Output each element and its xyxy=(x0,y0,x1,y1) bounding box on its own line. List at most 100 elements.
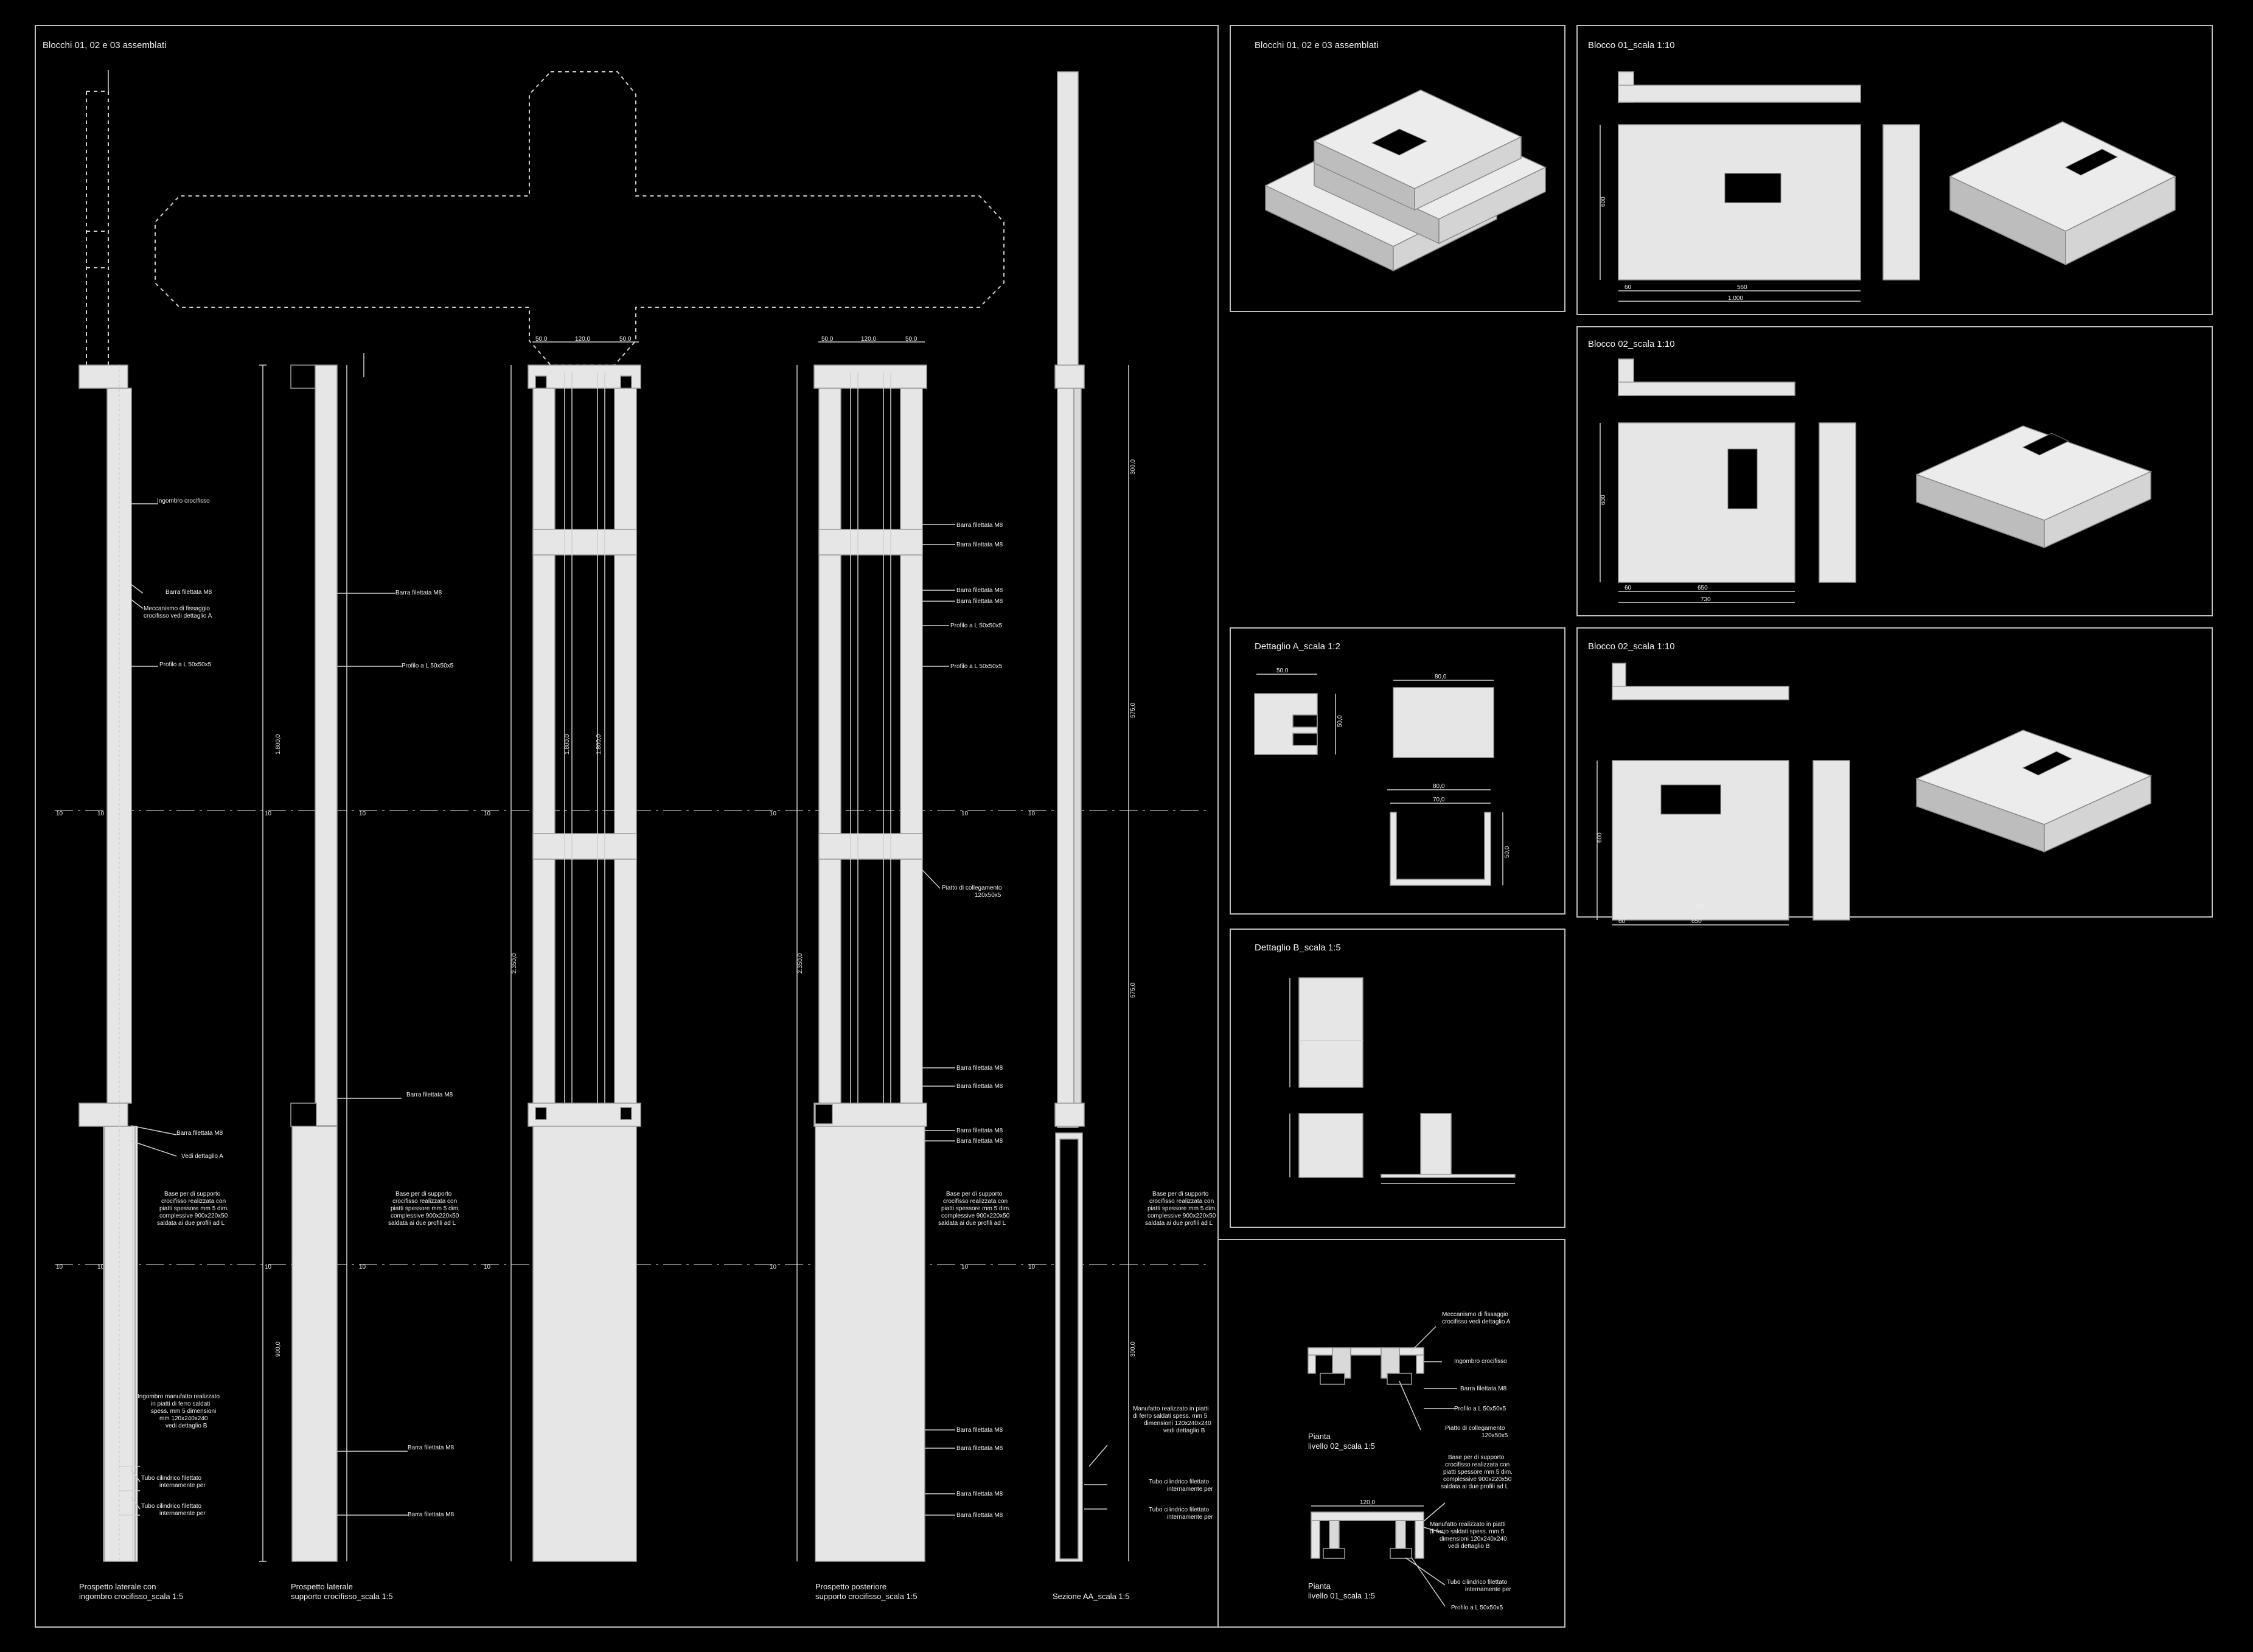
svg-text:1.800,0: 1.800,0 xyxy=(564,734,571,755)
svg-text:Profilo a L 50x50x5: Profilo a L 50x50x5 xyxy=(1454,1406,1506,1412)
piante-panel xyxy=(1217,1239,1565,1628)
svg-text:2.350,0: 2.350,0 xyxy=(511,953,518,974)
svg-text:Barra filettata M8: Barra filettata M8 xyxy=(1460,1385,1507,1392)
label-ingombro: Ingombro crocifisso xyxy=(157,498,210,504)
svg-text:600: 600 xyxy=(1600,197,1607,207)
svg-text:crocifisso realizzata con: crocifisso realizzata con xyxy=(392,1198,457,1205)
svg-text:Pianta: Pianta xyxy=(1308,1581,1331,1591)
svg-text:complessive 900x220x50: complessive 900x220x50 xyxy=(941,1213,1010,1219)
svg-text:complessive 900x220x50: complessive 900x220x50 xyxy=(391,1213,459,1219)
svg-text:crocifisso vedi dettaglio A: crocifisso vedi dettaglio A xyxy=(1442,1319,1511,1325)
main-title: Blocchi 01, 02 e 03 assemblati xyxy=(43,40,166,51)
svg-text:120,0: 120,0 xyxy=(575,336,590,343)
blocco01-panel xyxy=(1576,25,2213,315)
blocco01-drawings: 60 560 1.000 600 xyxy=(1600,71,2176,302)
svg-text:Pianta: Pianta xyxy=(1308,1432,1331,1441)
svg-text:Barra filettata M8: Barra filettata M8 xyxy=(956,1065,1003,1072)
svg-text:10: 10 xyxy=(359,1264,366,1270)
plan-level-01: 120,0 Base per di supporto crocifisso re… xyxy=(1308,1454,1513,1611)
dettaglio-b-panel xyxy=(1230,929,1565,1228)
svg-text:supporto crocifisso_scala 1:5: supporto crocifisso_scala 1:5 xyxy=(815,1592,918,1601)
svg-text:60: 60 xyxy=(1624,585,1632,591)
svg-text:internamente per: internamente per xyxy=(1167,1486,1213,1493)
blocco02a-panel xyxy=(1576,326,2213,616)
svg-text:Barra filettata M8: Barra filettata M8 xyxy=(956,542,1003,548)
svg-text:10: 10 xyxy=(770,810,777,817)
svg-text:Manufatto realizzato in piatti: Manufatto realizzato in piatti xyxy=(1133,1406,1209,1412)
svg-text:120,0: 120,0 xyxy=(1360,1499,1375,1506)
svg-text:560: 560 xyxy=(1737,284,1747,291)
svg-text:Profilo a L 50x50x5: Profilo a L 50x50x5 xyxy=(159,661,212,668)
svg-text:Tubo cilindrico filettato: Tubo cilindrico filettato xyxy=(1149,1507,1210,1513)
svg-text:80,0: 80,0 xyxy=(1433,783,1445,790)
svg-text:Piatto di collegamento: Piatto di collegamento xyxy=(942,885,1002,891)
svg-text:complessive 900x220x50: complessive 900x220x50 xyxy=(159,1213,228,1219)
svg-text:10: 10 xyxy=(770,1264,777,1270)
view-side-with-crucifix: Ingombro crocifisso Barra filettata M8 M… xyxy=(78,70,229,1601)
svg-text:10: 10 xyxy=(97,810,105,817)
svg-text:saldata ai due profili ad L: saldata ai due profili ad L xyxy=(938,1220,1006,1227)
svg-text:Barra filettata M8: Barra filettata M8 xyxy=(176,1130,223,1137)
iso-assembled-title: Blocchi 01, 02 e 03 assemblati xyxy=(1255,40,1378,51)
svg-text:Tubo cilindrico filettato: Tubo cilindrico filettato xyxy=(1149,1479,1210,1485)
svg-text:saldata ai due profili ad L: saldata ai due profili ad L xyxy=(388,1220,456,1227)
dettaglio-b-drawings xyxy=(1289,977,1516,1184)
svg-text:50,0: 50,0 xyxy=(1276,667,1289,674)
blocco02a-drawings: 60 650 730 600 xyxy=(1600,358,2152,603)
dettaglio-a-title: Dettaglio A_scala 1:2 xyxy=(1255,641,1340,652)
svg-text:saldata ai due profili ad L: saldata ai due profili ad L xyxy=(157,1220,225,1227)
svg-text:10: 10 xyxy=(56,1264,63,1270)
blocco02a-title: Blocco 02_scala 1:10 xyxy=(1588,339,1675,349)
svg-text:120,0: 120,0 xyxy=(861,336,876,343)
svg-text:650: 650 xyxy=(1691,918,1702,925)
svg-text:1.800,0: 1.800,0 xyxy=(596,734,602,755)
svg-text:crocifisso vedi dettaglio A: crocifisso vedi dettaglio A xyxy=(144,613,212,619)
svg-text:Barra filettata M8: Barra filettata M8 xyxy=(165,589,212,596)
svg-text:livello 01_scala 1:5: livello 01_scala 1:5 xyxy=(1308,1591,1375,1600)
svg-text:Barra filettata M8: Barra filettata M8 xyxy=(956,1083,1003,1090)
svg-text:piatti spessore mm 5 dim.: piatti spessore mm 5 dim. xyxy=(391,1205,460,1212)
svg-text:spess. mm 5 dimensioni: spess. mm 5 dimensioni xyxy=(151,1408,216,1415)
crucifix-outline xyxy=(155,71,1005,366)
svg-text:10: 10 xyxy=(1028,1264,1036,1270)
svg-text:vedi dettaglio B: vedi dettaglio B xyxy=(1448,1543,1490,1550)
svg-text:Profilo a L 50x50x5: Profilo a L 50x50x5 xyxy=(950,663,1003,670)
svg-text:50,0: 50,0 xyxy=(821,336,834,343)
blocco02b-panel xyxy=(1576,627,2213,918)
svg-text:Meccanismo di fissaggio: Meccanismo di fissaggio xyxy=(1442,1311,1508,1318)
svg-text:crocifisso realizzata con: crocifisso realizzata con xyxy=(1149,1198,1214,1205)
svg-text:di ferro saldati spess. mm 5: di ferro saldati spess. mm 5 xyxy=(1430,1528,1505,1535)
svg-text:ingombro crocifisso_scala 1:5: ingombro crocifisso_scala 1:5 xyxy=(79,1592,183,1601)
svg-text:piatti spessore mm 5 dim.: piatti spessore mm 5 dim. xyxy=(1147,1205,1217,1212)
svg-text:10: 10 xyxy=(1028,810,1036,817)
svg-text:575,0: 575,0 xyxy=(1130,983,1137,998)
svg-text:Base per di supporto: Base per di supporto xyxy=(1448,1454,1505,1461)
vertical-dimension-texts: 1.800,0 900,0 300,0 575,0 575,0 300,0 xyxy=(275,459,1137,1357)
svg-text:mm 120x240x240: mm 120x240x240 xyxy=(159,1415,208,1422)
svg-text:in piatti di ferro saldati: in piatti di ferro saldati xyxy=(151,1401,210,1407)
plan-level-02: Meccanismo di fissaggio crocifisso vedi … xyxy=(1308,1311,1511,1451)
svg-text:Tubo cilindrico filettato: Tubo cilindrico filettato xyxy=(141,1475,202,1482)
dettaglio-b-title: Dettaglio B_scala 1:5 xyxy=(1255,943,1341,953)
svg-text:730: 730 xyxy=(1694,903,1705,910)
svg-text:650: 650 xyxy=(1698,585,1708,591)
svg-text:saldata ai due profili ad L: saldata ai due profili ad L xyxy=(1441,1483,1509,1490)
svg-text:complessive 900x220x50: complessive 900x220x50 xyxy=(1147,1213,1216,1219)
svg-text:vedi dettaglio B: vedi dettaglio B xyxy=(165,1423,207,1429)
svg-text:1.800,0: 1.800,0 xyxy=(275,734,282,755)
svg-text:120x50x5: 120x50x5 xyxy=(975,892,1001,899)
svg-text:50,0: 50,0 xyxy=(1337,715,1343,727)
svg-text:Base per di supporto: Base per di supporto xyxy=(164,1191,221,1197)
svg-text:Barra filettata M8: Barra filettata M8 xyxy=(956,1427,1003,1434)
svg-text:livello 02_scala 1:5: livello 02_scala 1:5 xyxy=(1308,1441,1375,1451)
svg-text:10: 10 xyxy=(265,1264,272,1270)
svg-text:10: 10 xyxy=(56,810,63,817)
svg-text:internamente per: internamente per xyxy=(159,1482,206,1489)
svg-text:crocifisso realizzata con: crocifisso realizzata con xyxy=(943,1198,1008,1205)
svg-text:300,0: 300,0 xyxy=(1130,1342,1137,1357)
svg-text:2.350,0: 2.350,0 xyxy=(797,953,804,974)
svg-text:300,0: 300,0 xyxy=(1130,459,1137,475)
svg-text:10: 10 xyxy=(265,810,272,817)
svg-text:60: 60 xyxy=(1618,918,1626,925)
